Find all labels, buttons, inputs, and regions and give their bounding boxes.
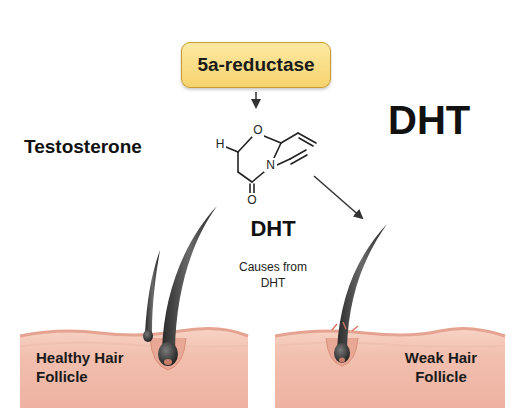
- note-text: Causes from DHT: [236, 260, 310, 291]
- enzyme-box: 5a-reductase: [181, 42, 331, 88]
- title-term: DHT: [388, 98, 508, 143]
- product-label: DHT: [236, 216, 310, 242]
- skin-region: Healthy Hair Follicle: [20, 305, 248, 408]
- effect-arrow: [314, 176, 362, 218]
- healthy-hair: [150, 206, 217, 370]
- node-text: Healthy Hair Follicle: [36, 349, 144, 387]
- node-text: 5a-reductase: [197, 54, 314, 76]
- weak-hair: [326, 224, 387, 366]
- hormone-label: Testosterone: [24, 136, 174, 158]
- atom-label: O: [246, 193, 258, 207]
- skin-panel: [275, 328, 505, 408]
- atom-label: O: [252, 123, 264, 137]
- atom-label: N: [264, 158, 277, 172]
- molecule-bonds: [226, 133, 316, 193]
- skin-region: Weak Hair Follicle: [275, 305, 505, 408]
- node-text: Weak Hair Follicle: [393, 349, 489, 387]
- down-arrow: [255, 92, 257, 107]
- small-hair: [143, 250, 160, 342]
- skin-panel: [20, 328, 248, 408]
- atom-label: H: [214, 137, 226, 151]
